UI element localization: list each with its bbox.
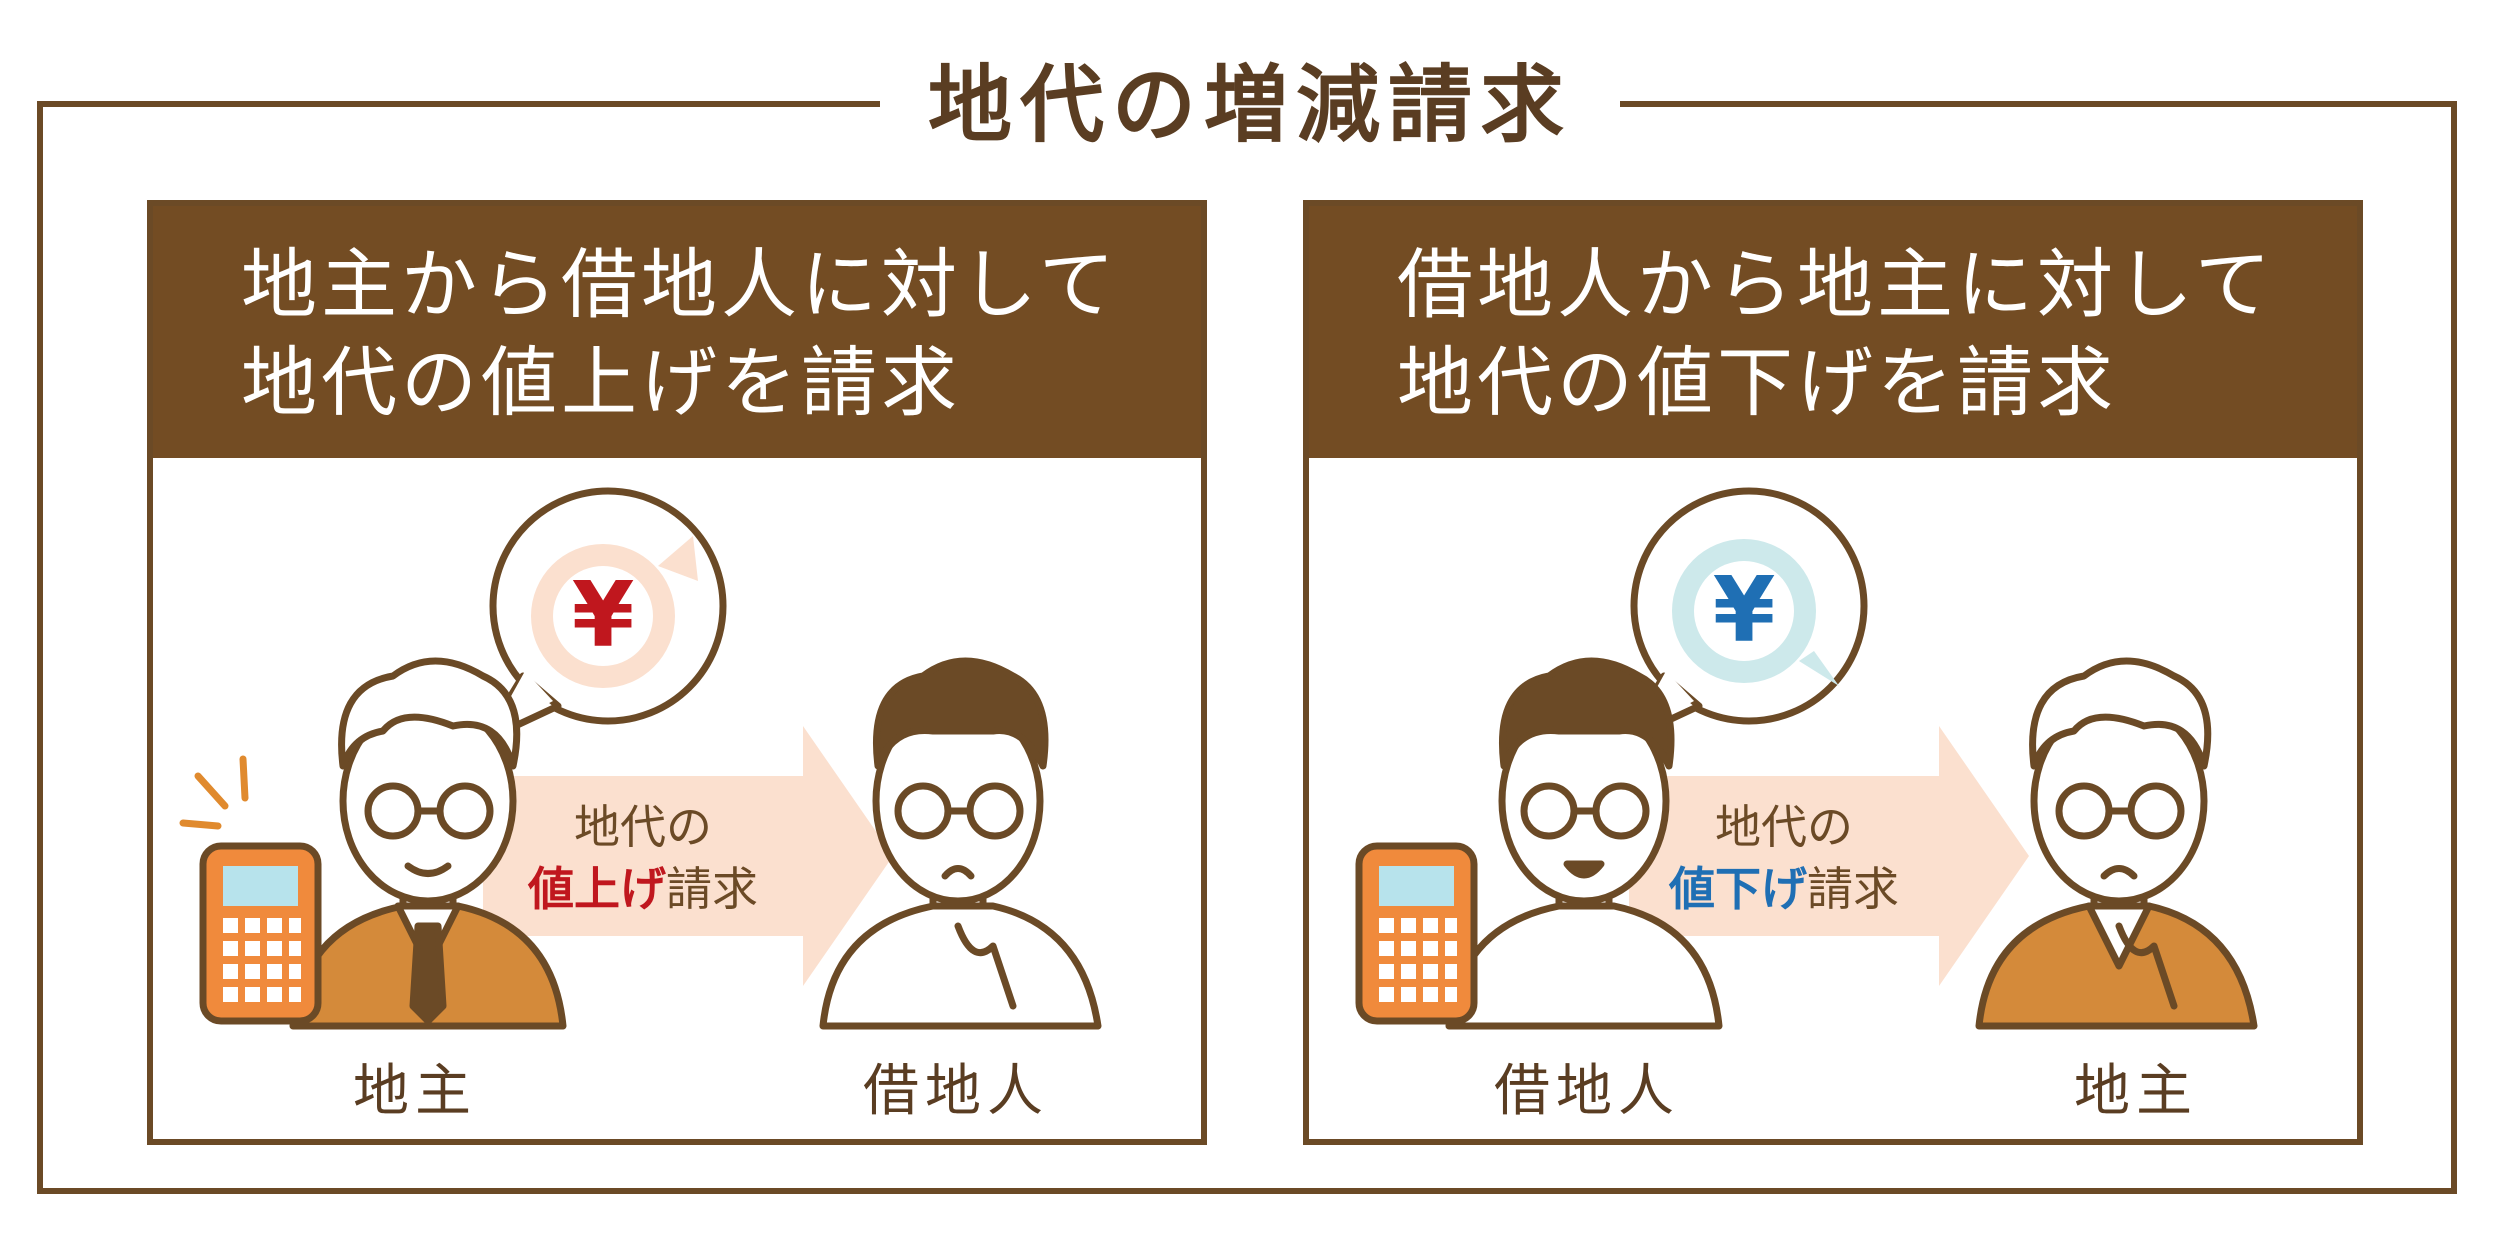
svg-text:¥: ¥ — [572, 563, 635, 668]
arrow-label-line-1: 地代の — [574, 800, 712, 854]
arrow-label-line-2: 値下げ請求 — [1629, 858, 1939, 920]
calculator-icon — [1355, 842, 1478, 1025]
yen-down-icon: ¥ — [1672, 539, 1839, 686]
arrow-label: 地代の 値下げ請求 — [1629, 796, 1939, 920]
tenant-figure — [1445, 657, 1723, 1030]
arrow-label: 地代の 値上げ請求 — [483, 796, 803, 920]
request-arrow — [1629, 726, 2029, 986]
arrow-label-highlight: 値下げ — [1669, 862, 1807, 916]
arrow-label-suffix: 請求 — [1807, 862, 1899, 916]
heading-line-1: 借地人から地主に対して — [1397, 240, 2275, 329]
attention-lines-icon — [179, 755, 249, 830]
heading-line-2: 地代の値下げを請求 — [1397, 338, 2117, 427]
tenant-figure — [819, 657, 1102, 1030]
arrow-label-suffix: 請求 — [666, 862, 758, 916]
calculator-icon — [199, 842, 322, 1025]
person-label-right: 地主 — [2074, 1059, 2198, 1124]
decrease-illustration: ¥ — [1355, 487, 2258, 1030]
increase-illustration: ¥ — [179, 487, 1102, 1030]
svg-text:¥: ¥ — [1713, 558, 1776, 663]
landlord-figure — [289, 657, 567, 1030]
landlord-figure — [1975, 657, 2258, 1030]
person-label-right: 借地人 — [863, 1059, 1049, 1124]
arrow-label-line-1: 地代の — [1715, 800, 1853, 854]
panel-heading: 借地人から地主に対して 地代の値下げを請求 — [1309, 206, 2357, 458]
person-label-left: 地主 — [353, 1059, 477, 1124]
panel-decrease: 借地人から地主に対して 地代の値下げを請求 ¥ — [1303, 200, 2363, 1145]
yen-up-icon: ¥ — [531, 536, 698, 688]
request-arrow — [483, 726, 893, 986]
arrow-label-line-2: 値上げ請求 — [483, 858, 803, 920]
page-title: 地代の増減請求 — [880, 50, 1620, 160]
panel-heading: 地主から借地人に対して 地代の値上げを請求 — [153, 206, 1201, 458]
heading-line-1: 地主から借地人に対して — [241, 240, 1119, 329]
panel-increase: 地主から借地人に対して 地代の値上げを請求 ¥ — [147, 200, 1207, 1145]
person-label-left: 借地人 — [1494, 1059, 1680, 1124]
heading-line-2: 地代の値上げを請求 — [241, 338, 961, 427]
arrow-label-highlight: 値上げ — [528, 862, 666, 916]
